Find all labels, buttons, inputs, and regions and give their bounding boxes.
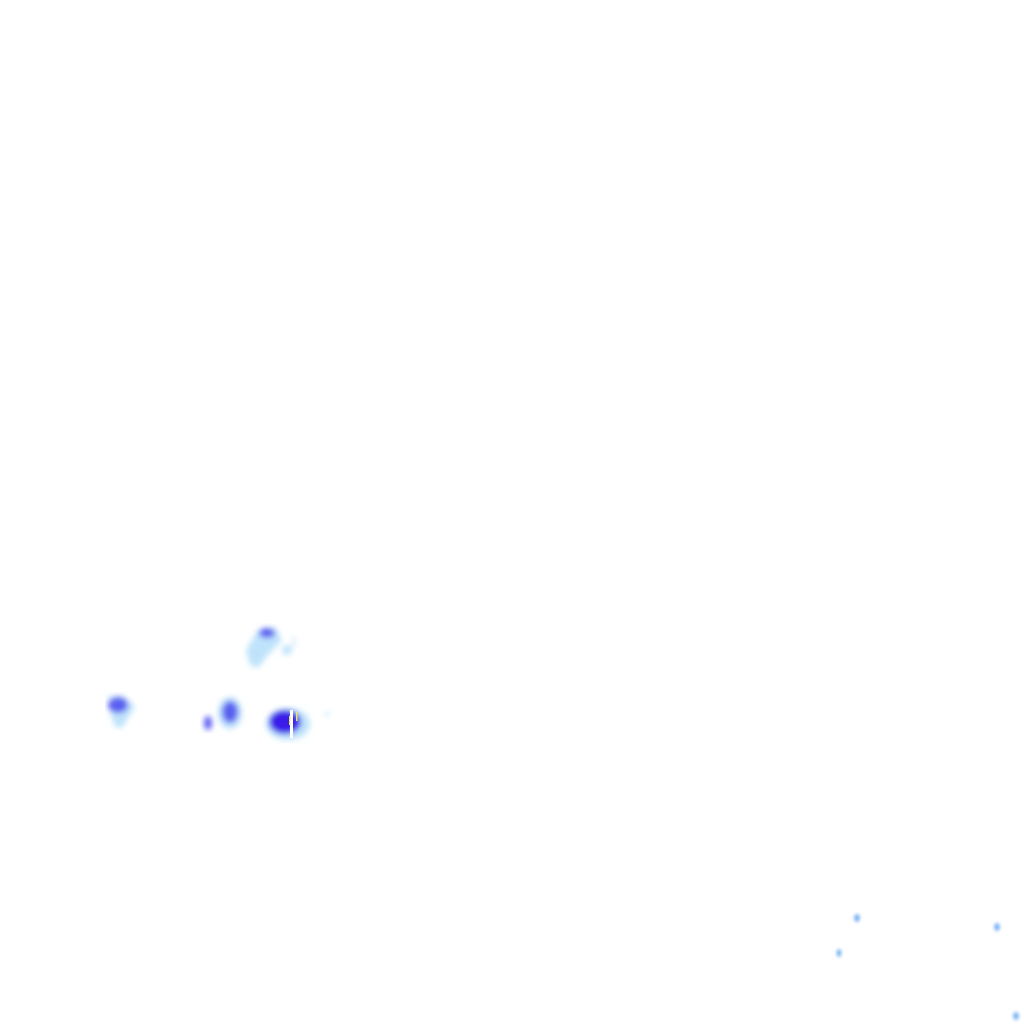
rain-cell-southeast	[836, 914, 1019, 1020]
rain-cell-central	[204, 697, 242, 730]
rain-cell-west	[108, 695, 135, 728]
rain-cell-east	[266, 708, 330, 740]
lightning-marker	[289, 716, 291, 725]
radar-beam-gap	[290, 710, 293, 738]
rain-cell-north	[246, 627, 295, 668]
lightning-marker	[296, 712, 298, 721]
